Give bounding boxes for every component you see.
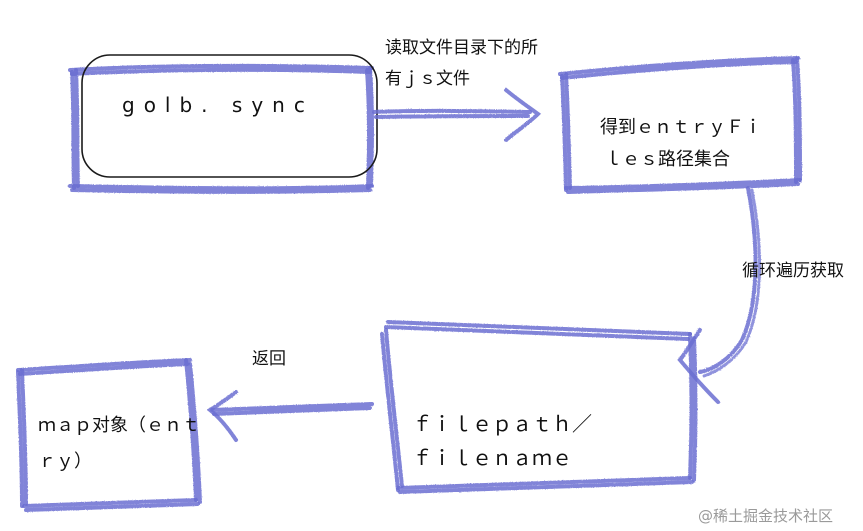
return-arrow <box>206 390 374 442</box>
entry-files-node-label-line2: ｌｅｓ路径集合 <box>604 149 730 170</box>
filepath-node-label-line2: ｆｉｌｅｎａｍｅ <box>412 446 572 470</box>
filepath-node-label-line1: ｆｉｌｅｐａｔｈ／ <box>412 412 592 436</box>
watermark-text: @稀土掘金技术社区 <box>698 507 834 525</box>
read-js-edge-label-line1: 读取文件目录下的所 <box>385 38 538 58</box>
glob-node-label: golb. sync <box>122 93 314 117</box>
loop-edge-label: 循环遍历获取 <box>742 261 844 281</box>
read-js-arrow <box>372 88 542 142</box>
read-js-edge-label-line2: 有ｊｓ文件 <box>385 69 470 89</box>
map-node-label-line2: ｒｙ） <box>38 451 92 472</box>
filepath-node-shape <box>380 320 698 494</box>
entry-files-node-shape <box>558 56 802 194</box>
map-node-shape <box>16 358 202 512</box>
map-node-label-line1: ｍａｐ对象（ｅｎｔ <box>38 415 200 436</box>
return-edge-label: 返回 <box>252 349 286 369</box>
entry-files-node-label-line1: 得到ｅｎｔｒｙＦｉ <box>600 117 762 138</box>
glob-node-shape <box>68 63 374 194</box>
